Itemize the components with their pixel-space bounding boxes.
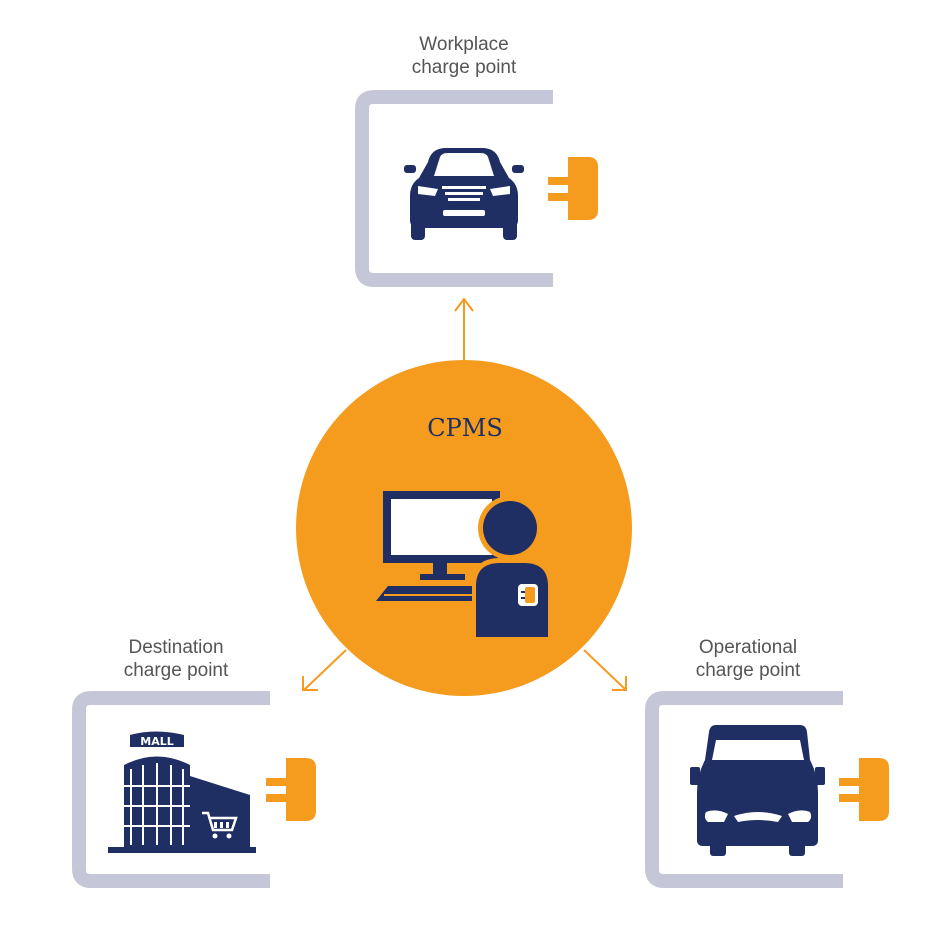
plug-icon [266,758,316,821]
destination-label: Destination charge point [66,636,286,682]
operator-computer-icon [376,491,552,637]
cpms-title: CPMS [427,414,503,442]
plug-icon [839,758,889,821]
destination-label-line2: charge point [123,660,229,681]
operational-frame [645,691,843,888]
workplace-label-line1: Workplace [419,34,509,55]
operational-label-line2: charge point [695,660,801,681]
van-icon [690,725,825,856]
operational-label-line1: Operational [698,637,798,658]
mall-icon: MALL [108,731,256,853]
car-icon [404,148,524,240]
operational-node [645,691,889,888]
mall-sign-text: MALL [140,735,173,748]
workplace-frame [355,90,553,287]
destination-node: MALL [72,691,316,888]
workplace-node [355,90,598,287]
destination-label-line1: Destination [128,637,224,658]
arrow-to-operational [583,649,627,691]
workplace-label: Workplace charge point [354,33,574,79]
plug-icon [548,157,598,220]
arrow-to-destination [302,649,347,691]
workplace-label-line2: charge point [411,57,517,78]
destination-frame [72,691,270,888]
arrow-to-workplace [454,297,474,360]
operational-label: Operational charge point [638,636,858,682]
